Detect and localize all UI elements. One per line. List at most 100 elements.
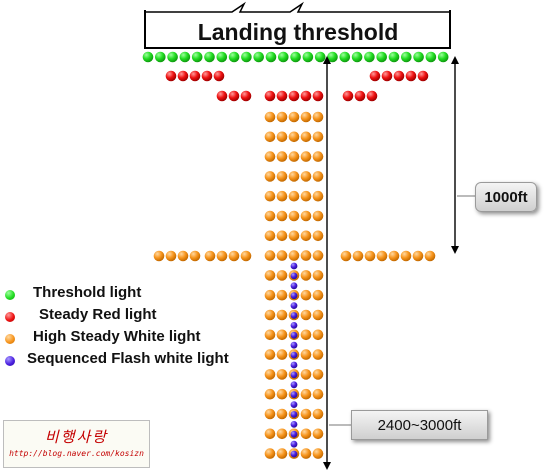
orange-light — [312, 388, 324, 400]
threshold-light — [155, 51, 166, 63]
orange-light — [276, 270, 288, 281]
orange-light — [276, 171, 288, 182]
threshold-light — [425, 51, 437, 63]
blue-light — [290, 272, 298, 280]
orange-light — [216, 250, 228, 262]
threshold-light — [364, 51, 375, 63]
orange-light — [312, 408, 324, 420]
orange-light — [276, 388, 288, 400]
orange-light — [300, 151, 312, 162]
orange-light — [300, 171, 312, 182]
orange-light — [376, 250, 388, 262]
orange-light — [300, 329, 312, 341]
threshold-light — [351, 51, 363, 63]
orange-light — [400, 250, 412, 262]
legend-label: Threshold light — [33, 284, 142, 301]
red-light — [216, 90, 228, 102]
blue-light — [290, 312, 298, 319]
orange-light — [312, 171, 324, 182]
orange-light — [276, 289, 288, 301]
blue-light — [290, 430, 298, 438]
threshold-light — [302, 51, 314, 63]
red-light — [366, 90, 378, 102]
orange-light — [264, 289, 276, 301]
red-light — [300, 90, 312, 102]
blue-light — [290, 282, 298, 290]
threshold-light — [216, 51, 228, 63]
red-light — [417, 70, 429, 82]
orange-light — [300, 131, 312, 143]
legend-label: High Steady White light — [33, 328, 201, 345]
blue-light — [290, 292, 298, 300]
threshold-light — [204, 51, 215, 63]
threshold-light — [167, 51, 178, 63]
threshold-light — [388, 51, 400, 63]
orange-light — [424, 250, 436, 262]
orange-light — [312, 250, 324, 261]
red-light — [228, 90, 240, 102]
distance-callout-total: 2400~3000ft — [351, 410, 488, 440]
blue-light — [290, 331, 298, 339]
orange-light — [276, 111, 288, 123]
orange-light — [312, 210, 324, 222]
blue-light — [290, 361, 298, 369]
orange-light — [312, 151, 324, 162]
watermark-title: 비행사랑 — [44, 428, 109, 446]
orange-light — [412, 250, 424, 262]
threshold-light — [241, 51, 252, 63]
orange-light — [312, 230, 324, 242]
orange-light — [264, 388, 276, 400]
threshold-light — [191, 51, 203, 63]
orange-light — [276, 408, 288, 420]
orange-light — [288, 111, 300, 123]
orange-light — [312, 329, 324, 341]
blue-light — [290, 262, 298, 270]
orange-light — [312, 349, 324, 360]
red-light — [201, 70, 213, 82]
orange-light — [264, 151, 276, 162]
orange-light — [352, 250, 364, 262]
red-light — [240, 90, 252, 102]
orange-light — [312, 131, 324, 143]
orange-light — [312, 270, 324, 281]
blue-light — [290, 391, 298, 399]
blue-light — [290, 351, 298, 359]
orange-light — [288, 230, 300, 242]
threshold-light — [142, 51, 154, 63]
watermark-url: http://blog.naver.com/kosizn — [9, 449, 144, 458]
blue-light — [290, 411, 298, 418]
red-light — [288, 90, 300, 102]
blue-light — [290, 401, 298, 408]
orange-light — [276, 329, 288, 341]
orange-light — [189, 250, 201, 262]
red-light — [264, 90, 276, 102]
blue-light — [290, 421, 298, 428]
threshold-light — [265, 51, 277, 63]
orange-light — [288, 250, 300, 261]
orange-light — [312, 448, 324, 459]
threshold-light — [327, 51, 338, 63]
orange-light — [312, 190, 324, 202]
blue-light — [290, 381, 298, 389]
orange-light — [264, 111, 276, 123]
orange-light — [300, 270, 312, 281]
orange-light — [300, 388, 312, 400]
orange-light — [264, 131, 276, 143]
orange-light — [264, 408, 276, 420]
orange-light — [300, 309, 312, 321]
orange-light — [204, 250, 216, 262]
orange-light — [264, 428, 276, 440]
legend-dot-blue-icon — [5, 356, 15, 366]
orange-light — [300, 111, 312, 123]
blue-light — [290, 440, 298, 448]
orange-light — [165, 250, 177, 262]
threshold-light — [376, 51, 388, 63]
orange-light — [264, 250, 276, 261]
red-light — [381, 70, 393, 82]
orange-light — [276, 369, 288, 380]
threshold-light — [314, 51, 326, 63]
approach-lights — [142, 51, 449, 459]
blue-light — [290, 341, 298, 349]
threshold-light — [339, 51, 351, 63]
